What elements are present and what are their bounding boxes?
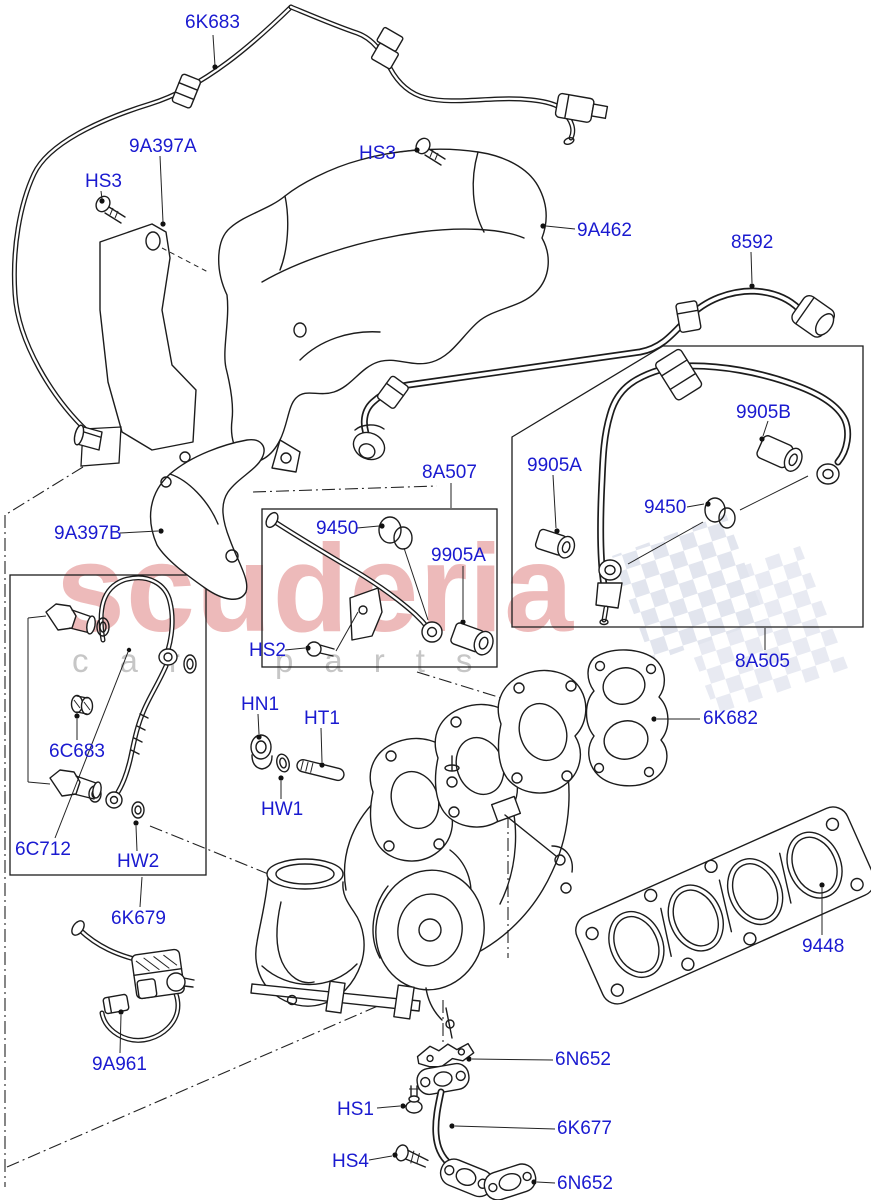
- part-label-HT1: HT1: [304, 708, 340, 729]
- part-6C683-grommet: [70, 694, 94, 716]
- part-label-9905A-right: 9905A: [527, 455, 582, 476]
- reference-boxes: [9, 345, 864, 876]
- part-label-9450-left: 9450: [316, 518, 359, 539]
- part-8A505-pipe-group: [534, 348, 852, 626]
- part-label-9A961: 9A961: [92, 1054, 147, 1075]
- part-6K679-oil-feed-group: [27, 575, 197, 819]
- part-label-9450-right: 9450: [644, 497, 687, 518]
- part-6N652-gasket-top: [416, 1042, 475, 1068]
- part-label-HW2: HW2: [117, 851, 160, 872]
- part-label-6K682: 6K682: [703, 708, 758, 729]
- part-label-HS2: HS2: [249, 640, 286, 661]
- part-label-HS4: HS4: [332, 1151, 369, 1172]
- part-label-9A397A: 9A397A: [129, 136, 197, 157]
- part-6K683-pipe: [11, 4, 609, 451]
- part-9905A-bolt-right: [534, 528, 576, 559]
- part-label-9905B: 9905B: [736, 402, 791, 423]
- part-label-6N652-top: 6N652: [555, 1049, 611, 1070]
- watermark-subtitle: car parts: [72, 642, 504, 679]
- part-label-9A397B: 9A397B: [54, 523, 122, 544]
- part-label-6K679: 6K679: [111, 908, 166, 929]
- part-label-9448: 9448: [802, 936, 845, 957]
- part-9A397A-bracket: [99, 223, 209, 451]
- part-label-HN1: HN1: [241, 694, 280, 715]
- part-label-6N652-bot: 6N652: [557, 1173, 613, 1194]
- part-9905A-bolt-left: [450, 622, 494, 656]
- part-oil-drain-group: [395, 1042, 537, 1200]
- part-label-HW1: HW1: [261, 799, 304, 820]
- part-8592-hose: [352, 287, 836, 461]
- part-6N652-gasket-bottom: [483, 1163, 537, 1200]
- part-label-8592: 8592: [731, 232, 774, 253]
- part-9448-gasket: [575, 806, 871, 1005]
- part-label-HS1: HS1: [337, 1099, 374, 1120]
- part-label-6K677: 6K677: [557, 1118, 612, 1139]
- part-HS4-bolt: [395, 1144, 429, 1168]
- part-label-8A507: 8A507: [422, 462, 477, 483]
- part-HS3-screw-left: [95, 195, 126, 224]
- part-label-6C683: 6C683: [49, 741, 105, 762]
- part-9A397B-shield: [149, 439, 265, 600]
- part-label-9905A-left: 9905A: [431, 545, 486, 566]
- leader-lines: [54, 34, 825, 1185]
- part-HW1-washer: [276, 753, 290, 773]
- part-label-6C712: 6C712: [15, 839, 71, 860]
- part-HS1-bolt: [405, 1085, 423, 1114]
- part-label-8A505: 8A505: [735, 651, 790, 672]
- part-label-HS3-right: HS3: [359, 143, 396, 164]
- part-label-6K683: 6K683: [185, 12, 240, 33]
- part-label-HS3-left: HS3: [85, 171, 122, 192]
- part-9905B-connector: [756, 435, 803, 472]
- part-9A462-heat-shield: [218, 148, 549, 473]
- part-6K682-flange: [585, 649, 669, 787]
- part-8A507-pipe-group: [265, 511, 494, 657]
- part-turbocharger-assembly: [250, 649, 669, 1039]
- part-9A961-solenoid: [71, 920, 195, 1043]
- part-HT1-stud: [296, 759, 345, 782]
- part-label-9A462: 9A462: [577, 220, 632, 241]
- part-HN1-nut: [250, 734, 273, 770]
